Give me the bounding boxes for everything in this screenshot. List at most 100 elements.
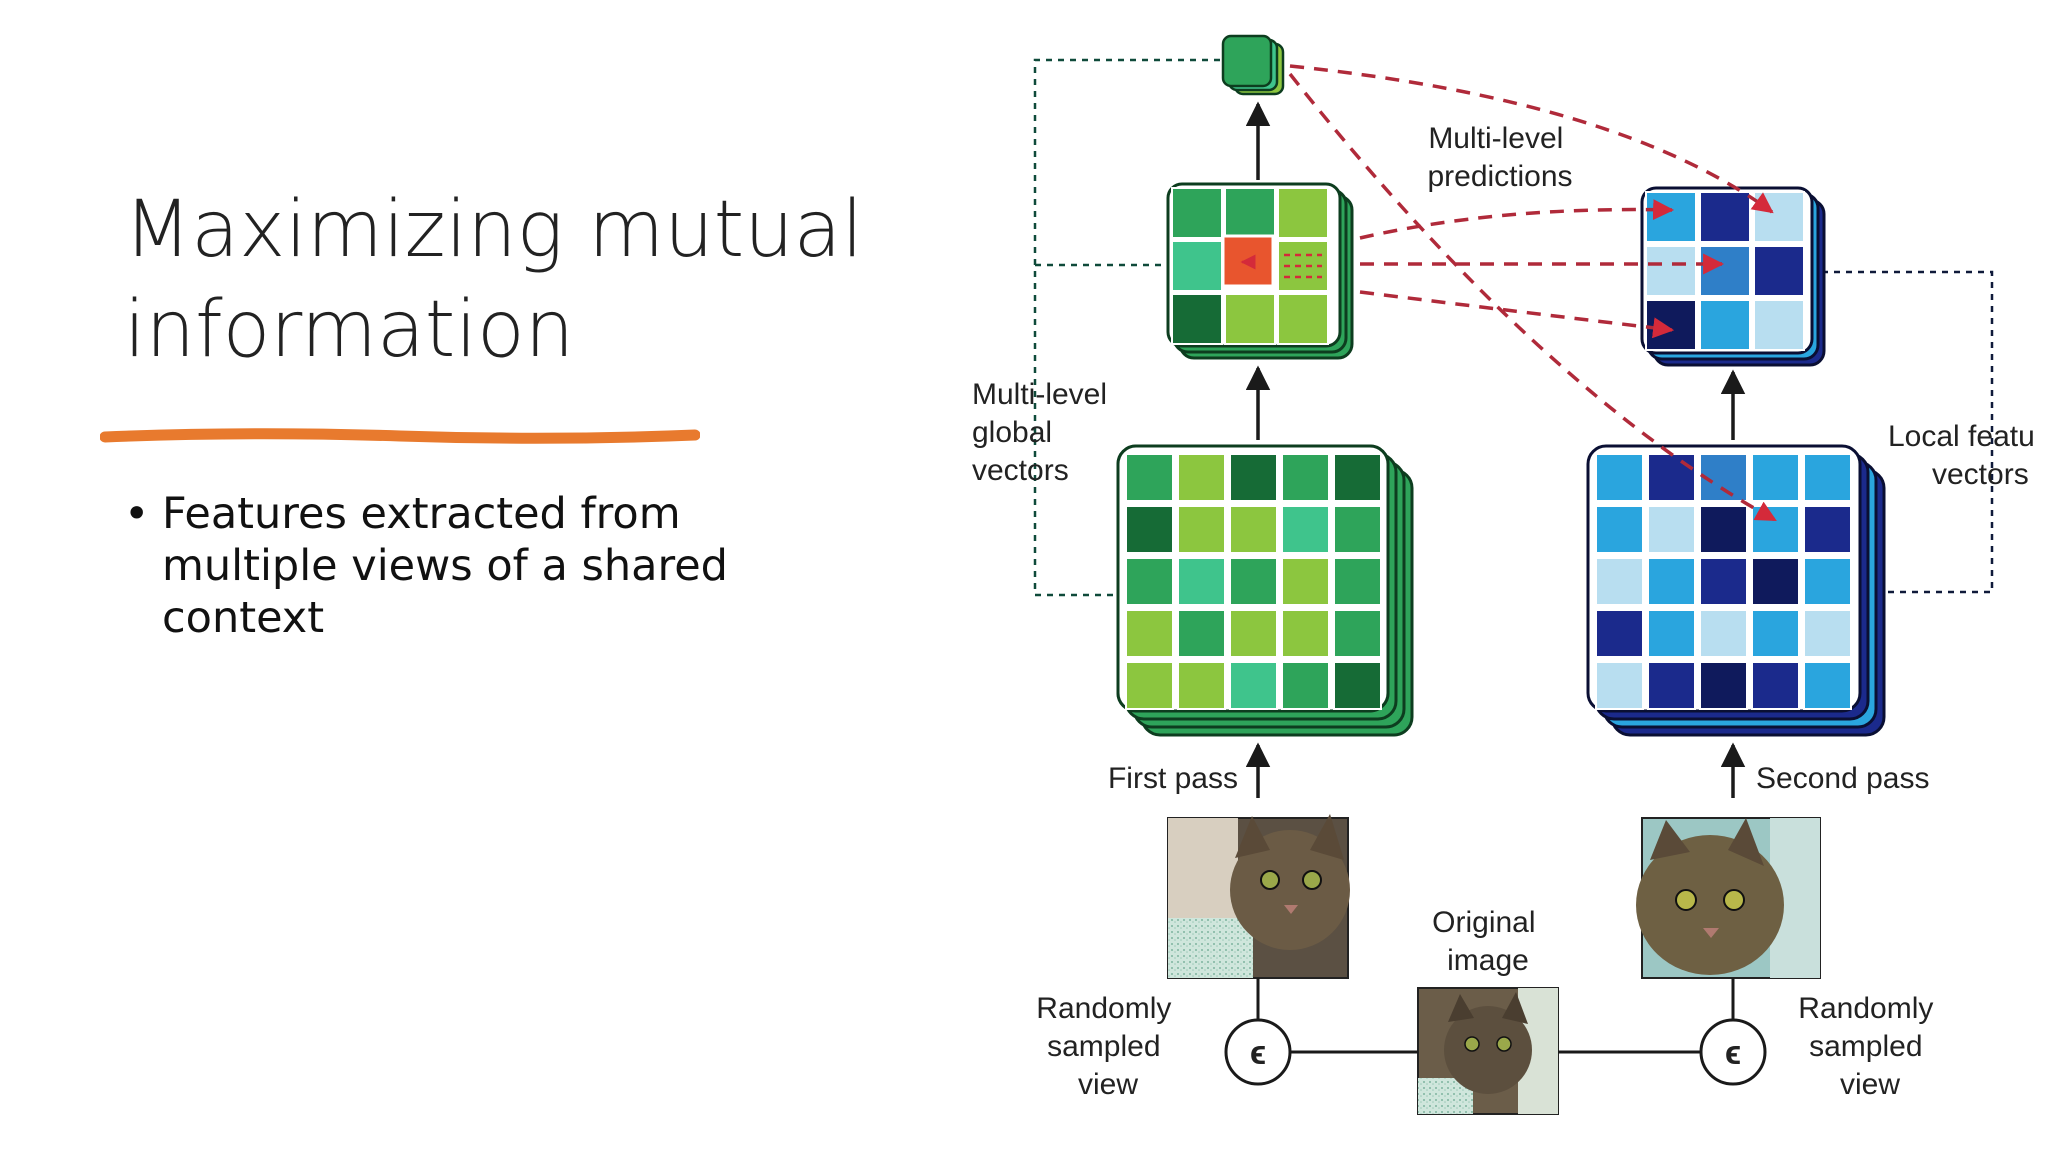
feature-cell — [1647, 609, 1696, 658]
bullet-list: Features extracted from multiple views o… — [124, 488, 744, 644]
right-dashed-loop — [1822, 270, 1994, 594]
sampling-lines — [1256, 978, 1735, 1054]
feature-cell — [1751, 609, 1800, 658]
feature-cell — [1803, 609, 1852, 658]
label-random-right-line-2: sampled — [1809, 1030, 1922, 1063]
feature-cell — [1595, 505, 1644, 554]
feature-cell — [1699, 661, 1748, 710]
blue-small-feature-stack — [1640, 186, 1826, 367]
feature-cell — [1171, 293, 1223, 345]
local-dashes — [1240, 253, 1322, 279]
mutual-information-diagram: ϵ ϵ Multi-level predictions Multi-level … — [972, 34, 2043, 1115]
feature-cell — [1645, 191, 1697, 243]
feature-cell — [1229, 557, 1278, 606]
feature-cell — [1277, 293, 1329, 345]
label-random-right-line-1: Randomly — [1798, 992, 1933, 1025]
label-random-left-line-2: sampled — [1047, 1030, 1160, 1063]
label-predictions-line-1: Multi-level — [1428, 122, 1563, 155]
label-global-line-2: global — [972, 416, 1052, 449]
feature-cell — [1753, 245, 1805, 297]
feature-cell — [1171, 240, 1223, 292]
label-original-line-1: Original — [1432, 906, 1535, 939]
feature-cell — [1224, 187, 1276, 239]
slide-title-line-1: Maximizing mutual — [124, 185, 864, 275]
forward-arrows — [1245, 101, 1746, 798]
feature-cell — [1333, 609, 1382, 658]
first-view-image — [1167, 814, 1350, 979]
highlight-cell — [1221, 234, 1275, 288]
feature-cell — [1699, 609, 1748, 658]
feature-cell — [1177, 505, 1226, 554]
feature-cell — [1125, 609, 1174, 658]
green-big-grid — [1125, 453, 1382, 710]
feature-cell — [1333, 453, 1382, 502]
feature-cell — [1229, 505, 1278, 554]
feature-cell — [1803, 557, 1852, 606]
feature-cell — [1647, 453, 1696, 502]
feature-cell — [1647, 505, 1696, 554]
label-multi-level-predictions: Multi-level predictions — [1427, 122, 1572, 193]
feature-cell — [1645, 299, 1697, 351]
slide-title: Maximizing mutual information — [124, 180, 884, 380]
feature-cell — [1281, 661, 1330, 710]
feature-cell — [1647, 661, 1696, 710]
feature-cell — [1125, 557, 1174, 606]
feature-cell — [1803, 661, 1852, 710]
feature-cell — [1699, 557, 1748, 606]
label-random-view-right: Randomly sampled view — [1798, 992, 1941, 1101]
feature-cell — [1177, 661, 1226, 710]
label-local-line-2: vectors — [1932, 458, 2029, 491]
label-predictions-line-2: predictions — [1427, 160, 1572, 193]
feature-cell — [1177, 453, 1226, 502]
label-global-line-1: Multi-level — [972, 378, 1107, 411]
epsilon-left-label: ϵ — [1250, 1034, 1266, 1072]
feature-cell — [1177, 609, 1226, 658]
feature-cell — [1595, 609, 1644, 658]
green-big-feature-stack — [1116, 444, 1414, 737]
label-random-left-line-3: view — [1078, 1068, 1138, 1101]
epsilon-node-left: ϵ — [1224, 1018, 1292, 1086]
feature-cell — [1224, 293, 1276, 345]
blue-big-feature-stack — [1586, 444, 1886, 737]
epsilon-right-label: ϵ — [1725, 1034, 1741, 1072]
feature-cell — [1177, 557, 1226, 606]
label-global-vectors: Multi-level global vectors — [972, 378, 1115, 487]
feature-cell — [1645, 245, 1697, 297]
feature-cell — [1277, 187, 1329, 239]
feature-cell — [1333, 505, 1382, 554]
label-random-left-line-1: Randomly — [1036, 992, 1171, 1025]
label-random-view-left: Randomly sampled view — [1036, 992, 1179, 1101]
label-original-image: Original image — [1432, 906, 1544, 977]
feature-cell — [1281, 505, 1330, 554]
feature-cell — [1281, 609, 1330, 658]
label-random-right-line-3: view — [1840, 1068, 1900, 1101]
blue-small-grid — [1645, 191, 1805, 351]
label-local-vectors: Local featu vectors — [1888, 420, 2043, 491]
bullet-item: Features extracted from multiple views o… — [124, 488, 744, 644]
label-local-line-1: Local featu — [1888, 420, 2035, 453]
feature-cell — [1647, 557, 1696, 606]
second-view-image — [1636, 817, 1821, 979]
feature-cell — [1595, 453, 1644, 502]
feature-cell — [1333, 557, 1382, 606]
blue-big-grid — [1595, 453, 1852, 710]
slide-title-line-2: information — [124, 285, 575, 375]
feature-cell — [1229, 609, 1278, 658]
original-image — [1417, 987, 1559, 1115]
feature-cell — [1699, 299, 1751, 351]
feature-cell — [1125, 505, 1174, 554]
feature-cell — [1751, 661, 1800, 710]
feature-cell — [1171, 187, 1223, 239]
feature-cell — [1803, 453, 1852, 502]
title-underline — [100, 428, 700, 444]
feature-cell — [1595, 661, 1644, 710]
green-small-grid — [1171, 187, 1329, 345]
green-global-vector — [1221, 34, 1285, 96]
feature-cell — [1751, 557, 1800, 606]
feature-cell — [1595, 557, 1644, 606]
epsilon-node-right: ϵ — [1699, 1018, 1767, 1086]
feature-cell — [1281, 557, 1330, 606]
feature-cell — [1699, 505, 1748, 554]
feature-cell — [1125, 453, 1174, 502]
feature-cell — [1125, 661, 1174, 710]
